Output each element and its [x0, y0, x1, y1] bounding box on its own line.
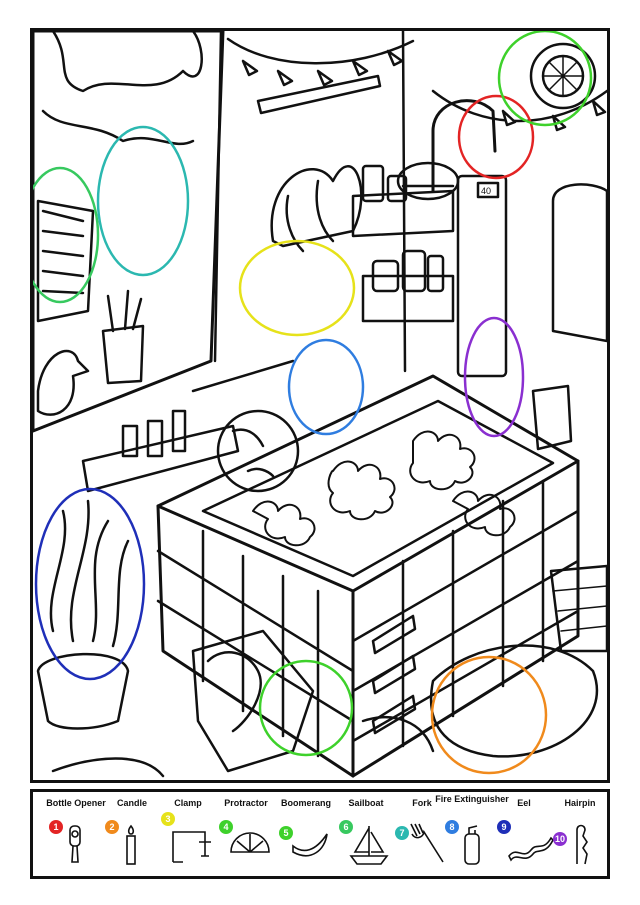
candle-icon — [126, 824, 136, 865]
legend-label: Candle — [116, 798, 147, 808]
thermometer-reading: 40 — [481, 186, 491, 196]
legend-label: Sailboat — [348, 798, 384, 808]
bathroom-illustration: 40 — [33, 31, 607, 778]
legend-badge: 3 — [161, 812, 175, 826]
hairpin-icon — [576, 824, 588, 865]
fork-icon — [410, 823, 444, 863]
legend-item-candle: Candle 2 — [103, 798, 161, 876]
bottle-opener-icon — [69, 825, 81, 863]
legend-item-eel: Eel 9 — [495, 798, 554, 876]
legend-label: Protractor — [224, 798, 268, 808]
legend-badge: 4 — [219, 820, 233, 834]
legend-badge: 7 — [395, 826, 409, 840]
protractor-icon — [230, 832, 270, 853]
legend-label: Fork — [412, 798, 432, 808]
legend-badge: 1 — [49, 820, 63, 834]
legend-label: Bottle Opener — [46, 798, 106, 808]
legend-item-protractor: Protractor 4 — [217, 798, 275, 876]
eel-icon — [508, 836, 554, 862]
fire-extinguisher-icon — [464, 825, 480, 865]
legend-badge: 9 — [497, 820, 511, 834]
legend-badge: 6 — [339, 820, 353, 834]
sailboat-icon — [349, 826, 389, 865]
window — [33, 31, 225, 433]
clamp-icon — [172, 831, 211, 863]
legend-item-bottle-opener: Bottle Opener 1 — [46, 798, 106, 876]
legend-item-boomerang: Boomerang 5 — [277, 798, 335, 876]
string-lights — [226, 37, 607, 132]
bubbles — [252, 430, 516, 547]
legend-panel: Bottle Opener 1 Candle 2 Clamp 3 Protrac… — [30, 789, 610, 879]
legend-label: Fire Extinguisher — [435, 794, 509, 804]
boomerang-icon — [292, 833, 328, 857]
legend-item-fire-extinguisher: Fire Extinguisher 8 — [435, 794, 509, 876]
legend-label: Eel — [517, 798, 531, 808]
legend-badge: 8 — [445, 820, 459, 834]
legend-label: Clamp — [174, 798, 202, 808]
legend-item-fork: Fork 7 — [393, 798, 451, 876]
legend-label: Boomerang — [280, 798, 331, 808]
legend-badge: 5 — [279, 826, 293, 840]
legend-badge: 2 — [105, 820, 119, 834]
legend-item-hairpin: Hairpin 10 — [551, 798, 609, 876]
puzzle-scene: 40 — [30, 28, 610, 783]
legend-item-clamp: Clamp 3 — [159, 798, 217, 876]
legend-item-sailboat: Sailboat 6 — [337, 798, 395, 876]
legend-label: Hairpin — [564, 798, 596, 808]
legend-badge: 10 — [553, 832, 567, 846]
